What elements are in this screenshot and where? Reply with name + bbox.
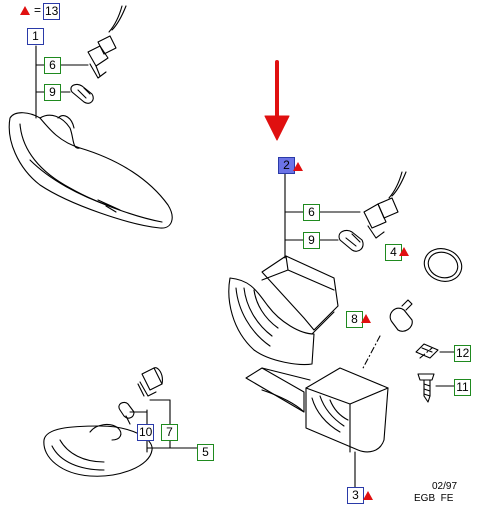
bulb-socket <box>87 5 127 79</box>
legend-equals: = <box>34 3 42 17</box>
callout-12[interactable]: 12 <box>454 345 472 362</box>
bulb <box>70 83 94 104</box>
footer-date: 02/97 <box>432 481 458 492</box>
warning-triangle-icon <box>20 6 30 15</box>
callout-11[interactable]: 11 <box>454 379 471 396</box>
callout-6-top[interactable]: 6 <box>44 57 61 74</box>
callout-1[interactable]: 1 <box>27 28 44 45</box>
bulb-socket <box>363 171 407 239</box>
axis-line <box>419 347 433 359</box>
callout-10[interactable]: 10 <box>137 424 155 441</box>
capless-bulb <box>389 299 413 332</box>
callout-6[interactable]: 6 <box>303 204 320 221</box>
callout-2[interactable]: 2 <box>278 157 295 174</box>
fog-lamp <box>245 367 389 453</box>
callout-9-top[interactable]: 9 <box>44 84 61 101</box>
wedge-bulb <box>118 401 135 425</box>
headlamp-indicator <box>228 255 339 366</box>
warning-triangle-icon <box>293 162 303 171</box>
bulb <box>338 229 364 252</box>
side-repeater-lamp <box>8 112 173 229</box>
footer-code: EGB FE <box>414 493 454 504</box>
warning-triangle-icon <box>363 491 373 500</box>
gasket-ring <box>423 248 463 282</box>
screw <box>417 373 455 403</box>
callout-5[interactable]: 5 <box>197 444 214 461</box>
callout-13[interactable]: 13 <box>43 3 61 20</box>
callout-7[interactable]: 7 <box>161 424 178 441</box>
axis-line <box>361 335 381 371</box>
retaining-clip <box>415 343 455 359</box>
side-marker-lamp <box>43 423 153 477</box>
highlight-arrow <box>264 60 290 141</box>
callout-3[interactable]: 3 <box>347 487 364 504</box>
bulb-socket <box>137 367 163 397</box>
callout-9[interactable]: 9 <box>303 232 320 249</box>
warning-triangle-icon <box>399 247 409 256</box>
warning-triangle-icon <box>361 314 371 323</box>
